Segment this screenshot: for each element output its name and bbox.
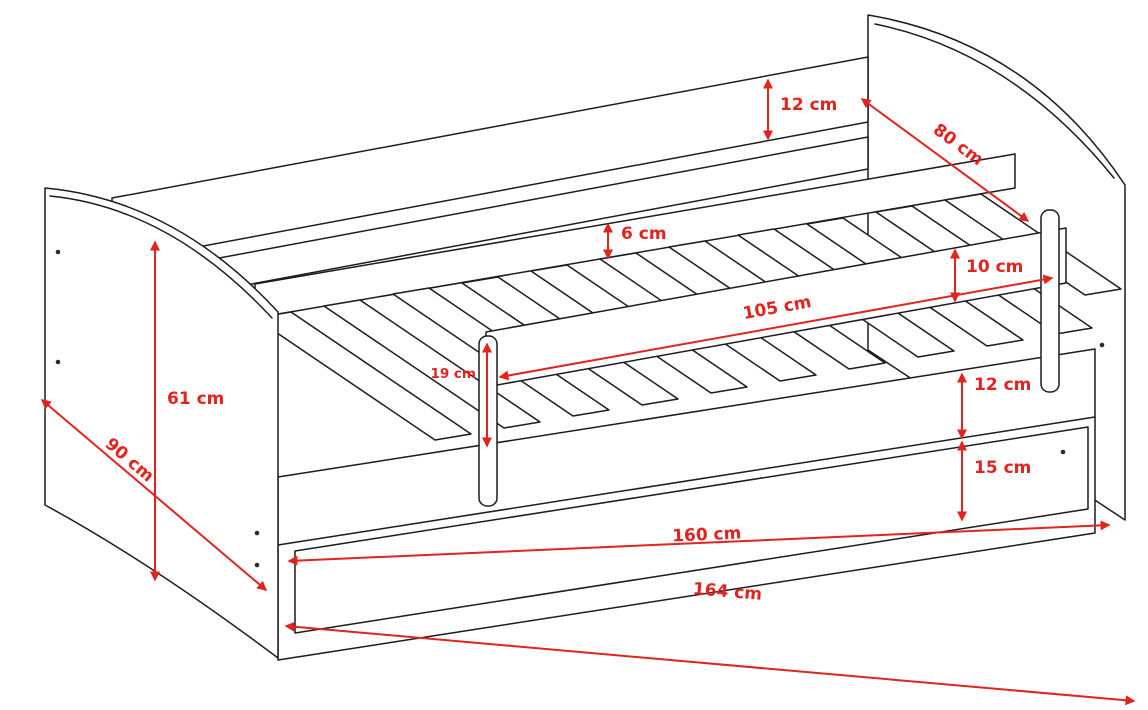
dim-arrow-footboard-width [860, 98, 1030, 222]
dim-arrow-length-outer [284, 621, 1136, 706]
screw-dot [55, 249, 61, 255]
screw-dot [1060, 449, 1066, 455]
headboard-edge-line [49, 195, 273, 319]
screw-dot [254, 562, 260, 568]
footboard-edge-line [874, 23, 1115, 179]
dim-arrow-bed-width [40, 399, 268, 591]
dim-arrow-length-inner [287, 520, 1111, 566]
dim-label-headboard-height: 61 cm [167, 389, 224, 409]
dim-label-slat-frame-height: 6 cm [621, 224, 667, 244]
dim-label-length-inner: 160 cm [672, 524, 742, 547]
dim-label-guard-rail-height: 10 cm [966, 257, 1023, 277]
drawer-front [294, 426, 1089, 634]
guard-post-right [1040, 209, 1060, 393]
screw-dot [55, 359, 61, 365]
dim-arrow-guard-rail-length [498, 274, 1054, 381]
screw-dot [254, 530, 260, 536]
dim-label-back-rail-height: 12 cm [780, 95, 837, 115]
screw-dot [1099, 342, 1105, 348]
slat [254, 311, 472, 441]
bed-drawing [44, 14, 1126, 661]
dim-label-side-rail-height: 12 cm [974, 375, 1031, 395]
dim-label-guard-post-height: 19 cm [430, 366, 476, 382]
dim-label-drawer-front-height: 15 cm [974, 458, 1031, 478]
